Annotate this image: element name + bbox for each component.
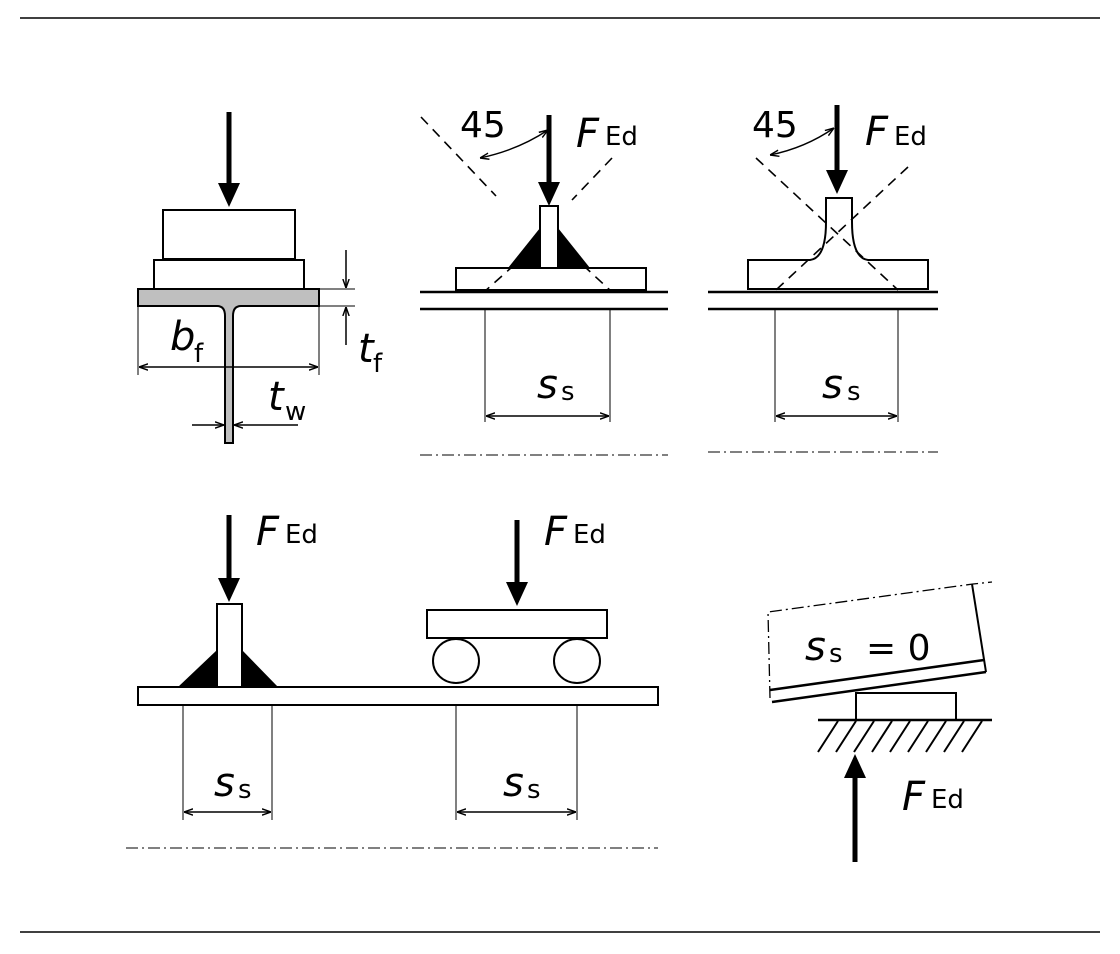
load-arrow-head [506,582,528,606]
cart-body [426,609,608,639]
tf-subscript: f [373,349,383,379]
support-block [855,692,957,721]
dispersion-line-left [483,241,541,293]
tilted-beam-flange-bottom [771,670,987,704]
tf-symbol: t [358,326,375,372]
load-arrow-head [218,578,240,602]
tw-subscript: w [285,397,306,427]
angle-label: 45 [460,105,506,146]
panel-beam-loads: F Ed s s F Ed s s [126,509,659,849]
dispersion-line-left [755,157,899,291]
weld-right [242,650,278,687]
weld-right [558,228,590,268]
bf-symbol: b [170,314,195,360]
angle-arc [480,130,548,158]
panel-rotated-end: F Ed s s = 0 [767,581,993,862]
ss-symbol: s [214,760,235,806]
dispersion-line-right [557,241,613,293]
tilted-beam-edge-right [971,583,987,673]
ss-equals-zero: = 0 [866,628,931,669]
ss-symbol: s [503,760,524,806]
tilted-beam-flange-top [769,658,985,692]
force-symbol: F [544,509,568,555]
stiffener [539,205,559,269]
panel-rolled-section: 45 F Ed s s [708,105,938,453]
force-symbol: F [256,509,280,555]
beam-flange [137,686,659,706]
load-arrow-head [826,170,848,194]
load-arrow-head [218,183,240,207]
force-symbol: F [865,109,889,155]
dispersion-line-left [420,116,497,197]
dispersion-line-right [775,166,909,291]
bearing-plate [153,259,305,290]
cart-wheel-left [432,638,480,684]
ss-subscript: s [238,775,252,805]
weld-left [508,228,540,268]
flange-with-root [747,197,929,290]
cart-wheel-right [553,638,601,684]
reaction-arrow-head [844,754,866,778]
force-symbol: F [576,111,600,157]
upper-load-block [162,209,296,260]
flange-plate [455,267,647,291]
ss-symbol: s [537,362,558,408]
force-symbol: F [902,774,926,820]
bf-subscript: f [194,339,204,369]
tilted-beam-outline [767,581,993,699]
tw-symbol: t [268,374,285,420]
angle-arc [770,128,834,155]
load-arrow-head [538,182,560,206]
stiffener [216,603,243,688]
force-subscript: Ed [573,520,606,550]
dispersion-line-right [571,157,613,201]
ss-symbol: s [805,624,826,670]
weld-left [178,650,217,687]
ss-subscript: s [527,775,541,805]
panel-t-section: b f t f t w [137,112,383,444]
ss-symbol: s [822,362,843,408]
force-subscript: Ed [894,122,927,152]
force-subscript: Ed [605,122,638,152]
angle-label: 45 [752,105,798,146]
force-subscript: Ed [285,520,318,550]
ss-subscript: s [561,377,575,407]
force-subscript: Ed [931,785,964,815]
ss-subscript: s [847,377,861,407]
panel-welded-stiffener: 45 F Ed s s [420,105,668,456]
ground-hatching [817,720,983,753]
ss-subscript: s [829,639,843,669]
